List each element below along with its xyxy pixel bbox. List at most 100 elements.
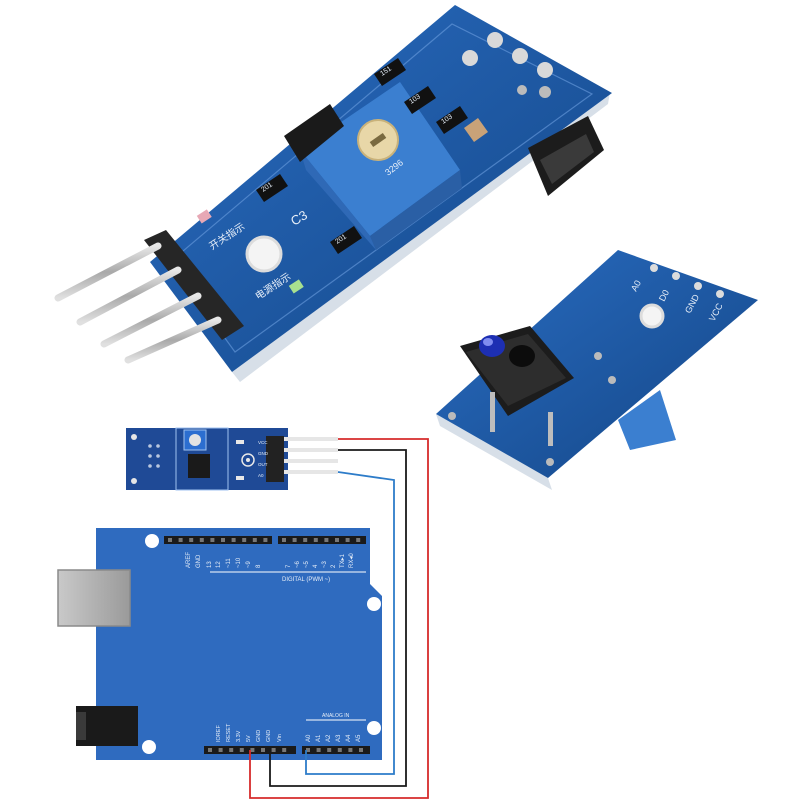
- power-indicator-led: [288, 279, 304, 294]
- digital-pin-label: 4: [313, 564, 319, 568]
- svg-text:VCC: VCC: [258, 440, 268, 445]
- analog-pin-label: A4: [346, 734, 352, 742]
- comparator-chip: [284, 104, 344, 162]
- pin-pad: [462, 50, 478, 66]
- digital-pin-label: TX▸1: [340, 553, 346, 568]
- breakout-chip: [188, 454, 210, 478]
- signal-wire: [305, 471, 395, 775]
- header-pin: [335, 538, 339, 542]
- header-pin: [261, 748, 265, 752]
- analog-pin-label: A2: [326, 734, 332, 742]
- header-pin: [208, 748, 212, 752]
- pin-pad: [487, 32, 503, 48]
- header-pin: [348, 748, 353, 752]
- line-tracking-module: 3296 151 103 103 201 201 C3 开关指示 电源指示: [54, 5, 612, 382]
- header-pin: [231, 538, 236, 542]
- digital-label: DIGITAL (PWM ~): [282, 577, 330, 583]
- usb-port: [57, 569, 131, 627]
- power-pin-label: GND: [266, 730, 272, 742]
- vcc-wire: [249, 438, 429, 799]
- header-pin: [282, 538, 286, 542]
- header-pin: [324, 538, 329, 542]
- digital-pin-label: ~11: [226, 558, 232, 568]
- header-pin: [252, 538, 257, 542]
- header-pin: [316, 748, 321, 752]
- analog-pin-label: A1: [316, 734, 322, 742]
- header-pin: [239, 748, 244, 752]
- module-board-edge: [232, 92, 610, 382]
- header-pin: [221, 538, 225, 542]
- svg-text:GND: GND: [258, 451, 269, 456]
- tcrt5000-module: A0 D0 GND VCC: [436, 250, 758, 490]
- dc-power-jack: [76, 706, 138, 746]
- analog-pin-label: A3: [336, 734, 342, 742]
- digital-pin-label: AREF: [186, 552, 192, 568]
- breakout-header: [266, 436, 284, 482]
- capacitor-label: C3: [288, 207, 310, 228]
- pin-pad: [517, 85, 527, 95]
- side-board-edge: [436, 414, 552, 490]
- header-pin: [271, 748, 276, 752]
- arduino-board: [96, 528, 382, 760]
- header-pin: [345, 538, 350, 542]
- digital-pin-label: 7: [286, 564, 292, 568]
- switch-indicator-led: [196, 209, 212, 224]
- digital-pin-label: ~10: [236, 557, 242, 568]
- digital-pin-label: ~6: [295, 560, 301, 568]
- pin-header: [144, 230, 244, 340]
- digital-pin-label: ~5: [304, 560, 310, 568]
- header-pin: [242, 538, 247, 542]
- digital-pin-label: GND: [196, 554, 202, 568]
- side-pin-label: A0: [629, 279, 643, 293]
- power-pin-label: RESET: [226, 723, 232, 742]
- header-pin: [218, 748, 223, 752]
- power-pin-label: 3.3V: [236, 730, 242, 742]
- analog-in-label: ANALOG IN: [322, 713, 350, 719]
- header-pin: [178, 538, 183, 542]
- header-pin: [356, 538, 361, 542]
- header-pin: [337, 748, 342, 752]
- pin-pad: [512, 48, 528, 64]
- digital-header-left: [164, 536, 272, 544]
- ir-emitter-led: [479, 335, 505, 357]
- header-pin: [168, 538, 172, 542]
- digital-pin-label: ~3: [322, 560, 328, 568]
- header-pin: [199, 538, 204, 542]
- digital-pin-label: 12: [216, 561, 222, 568]
- digital-pin-label: ~9: [246, 560, 252, 568]
- digital-header-right: [278, 536, 366, 544]
- digital-pin-label: 2: [331, 564, 337, 568]
- power-pin-label: Vin: [277, 734, 283, 742]
- header-pin: [306, 748, 310, 752]
- side-pin-label: D0: [657, 288, 671, 303]
- digital-pin-label: RX◂0: [349, 553, 355, 568]
- header-pin: [303, 538, 308, 542]
- header-pin: [292, 538, 297, 542]
- header-pin: [263, 538, 268, 542]
- svg-text:OUT: OUT: [258, 462, 268, 467]
- header-pins: [54, 242, 222, 364]
- header-pin: [229, 748, 234, 752]
- power-pin-label: GND: [256, 730, 262, 742]
- power-pin-label: 5V: [246, 735, 252, 742]
- analog-pin-label: A0: [306, 734, 312, 742]
- analog-header: [302, 746, 370, 754]
- svg-text:A0: A0: [258, 473, 264, 478]
- header-pin: [189, 538, 194, 542]
- gnd-wire: [269, 449, 407, 787]
- header-pin: [250, 748, 255, 752]
- pin-pad: [537, 62, 553, 78]
- side-board: [436, 250, 758, 478]
- digital-pin-label: 13: [207, 561, 213, 568]
- analog-pin-label: A5: [356, 734, 362, 742]
- digital-pin-label: 8: [256, 564, 262, 568]
- wiring: [249, 438, 429, 799]
- ir-receiver: [509, 345, 535, 367]
- power-pin-label: IOREF: [216, 725, 222, 742]
- breakout-board: VCC GND OUT A0: [126, 427, 338, 491]
- header-pin: [313, 538, 318, 542]
- header-pin: [327, 748, 332, 752]
- pin-pad: [539, 86, 551, 98]
